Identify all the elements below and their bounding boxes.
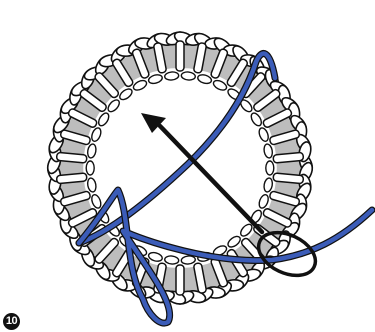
inner-stitch-top [263, 143, 273, 158]
ring-stitch-post [176, 265, 184, 295]
inner-stitch-top [212, 79, 228, 92]
inner-stitch-top [181, 255, 196, 264]
inner-stitch-top [164, 255, 179, 264]
ring-stitch-post [273, 152, 304, 163]
inner-stitch-top [164, 71, 179, 80]
inner-stitch-top [197, 73, 213, 85]
inner-stitch-top [132, 79, 148, 92]
inner-stitch-top [266, 161, 274, 175]
inner-stitch-top [249, 111, 263, 127]
inner-stitch-top [148, 251, 164, 263]
direction-arrow [141, 113, 262, 232]
ring-stitch-post [56, 173, 87, 184]
inner-stitch-top [86, 161, 94, 175]
inner-stitch-top [87, 177, 97, 192]
ring-stitch-post [56, 152, 87, 163]
inner-stitch-top [181, 71, 196, 80]
inner-stitch-top [90, 193, 103, 209]
ring-stitch-post [176, 41, 184, 71]
step-number-badge: 10 [3, 313, 20, 330]
inner-stitch-top [263, 177, 273, 192]
ring-stitch-post [273, 173, 304, 184]
inner-stitch-top [97, 111, 111, 127]
inner-stitch-top [257, 127, 270, 143]
inner-stitch-top [87, 143, 97, 158]
inner-stitch-top [90, 127, 103, 143]
inner-stitch-top [257, 193, 270, 209]
inner-stitch-top [148, 73, 164, 85]
